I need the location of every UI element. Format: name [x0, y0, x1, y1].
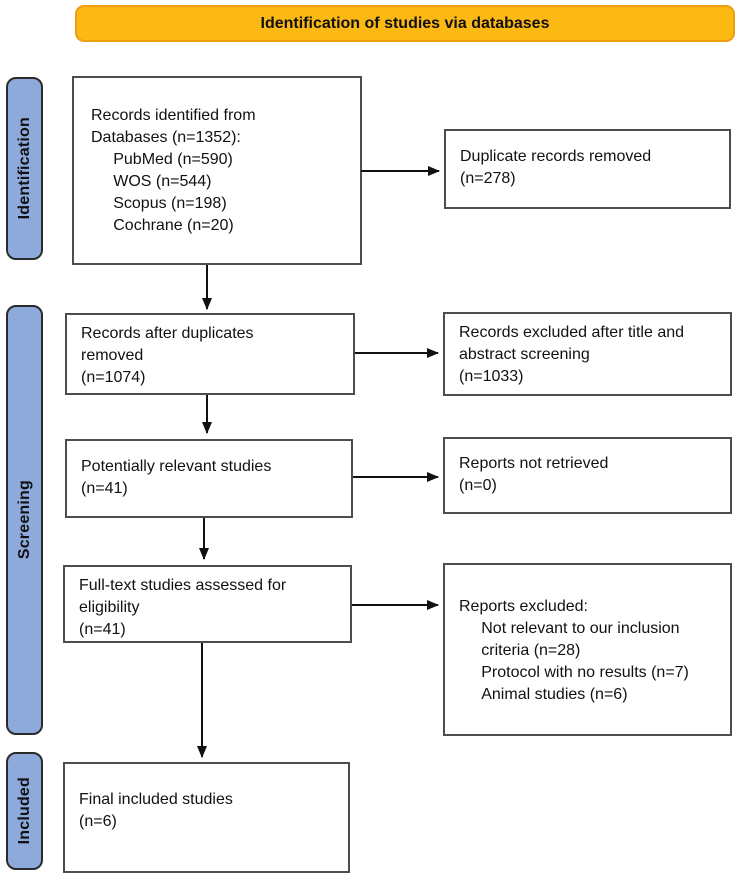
stage-label-included-text: Included: [15, 777, 33, 845]
box-duplicate-records-removed: Duplicate records removed (n=278): [444, 129, 731, 209]
box-final-included-studies: Final included studies (n=6): [63, 762, 350, 873]
box-fulltext-assessed: Full-text studies assessed for eligibili…: [63, 565, 352, 643]
box-reports-excluded: Reports excluded: Not relevant to our in…: [443, 563, 732, 736]
stage-label-included: Included: [6, 752, 43, 870]
banner-title: Identification of studies via databases: [260, 14, 550, 32]
stage-label-identification-text: Identification: [15, 117, 33, 220]
banner-identification-via-databases: Identification of studies via databases: [75, 5, 735, 42]
stage-label-screening: Screening: [6, 305, 43, 735]
box-potentially-relevant-studies: Potentially relevant studies (n=41): [65, 439, 353, 518]
box-records-excluded-title-abstract: Records excluded after title and abstrac…: [443, 312, 732, 396]
box-records-identified: Records identified from Databases (n=135…: [72, 76, 362, 265]
stage-label-screening-text: Screening: [15, 480, 33, 560]
box-records-after-duplicates: Records after duplicates removed (n=1074…: [65, 313, 355, 395]
box-reports-not-retrieved: Reports not retrieved (n=0): [443, 437, 732, 514]
stage-label-identification: Identification: [6, 77, 43, 260]
